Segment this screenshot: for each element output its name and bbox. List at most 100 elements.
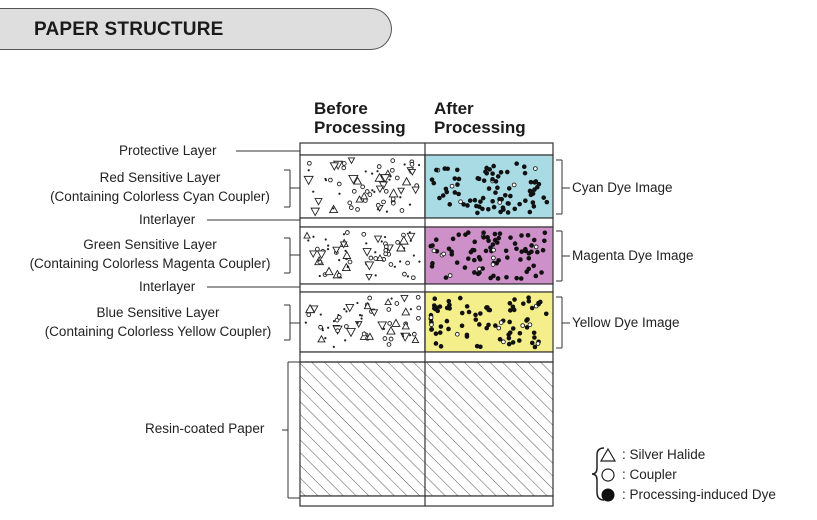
dye-particle xyxy=(510,340,516,345)
dye-particle xyxy=(433,237,439,243)
dye-particle xyxy=(438,324,444,329)
dye-particle xyxy=(542,230,548,236)
dye-particle xyxy=(521,164,527,170)
particle xyxy=(401,332,404,336)
label-resin-coated-paper: Resin-coated Paper xyxy=(145,421,265,436)
particle xyxy=(324,179,328,182)
dye-particle xyxy=(429,177,435,182)
particle xyxy=(401,176,412,186)
particle xyxy=(338,192,341,195)
dye-particle xyxy=(523,198,528,204)
particle xyxy=(397,187,405,195)
dye-particle xyxy=(431,180,437,186)
particle xyxy=(321,329,324,332)
particle xyxy=(396,242,406,252)
particle xyxy=(346,265,349,269)
brace-red xyxy=(284,169,300,208)
dye-particle xyxy=(483,169,488,175)
particle xyxy=(408,203,412,206)
particle xyxy=(391,318,401,327)
dye-particle xyxy=(507,330,513,335)
dye-particle xyxy=(529,305,535,311)
dye-particle xyxy=(533,273,539,279)
dye-particle xyxy=(471,257,477,263)
dye-particle xyxy=(444,318,450,324)
particle xyxy=(408,231,411,234)
label-red-sensitive-layer: Red Sensitive Layer (Containing Colorles… xyxy=(38,168,282,206)
dye-particle xyxy=(456,191,461,197)
dye-particle xyxy=(488,275,493,281)
dye-particle xyxy=(445,166,450,172)
dye-particle xyxy=(506,341,512,347)
particle xyxy=(390,297,393,300)
dye-particle xyxy=(483,248,489,254)
particle xyxy=(345,303,355,313)
label-green-line1: Green Sensitive Layer xyxy=(83,237,217,252)
brace-blue xyxy=(284,304,300,341)
particle xyxy=(355,207,360,212)
label-protective-layer: Protective Layer xyxy=(119,143,217,158)
resin-coated-paper xyxy=(299,361,554,497)
dye-particle xyxy=(500,205,506,210)
page-title: PAPER STRUCTURE xyxy=(34,19,224,40)
particle xyxy=(393,265,396,268)
dye-particle xyxy=(437,195,442,201)
particle xyxy=(306,312,312,318)
dye-particle xyxy=(490,262,496,267)
particle xyxy=(412,254,415,257)
particle xyxy=(389,175,392,178)
dye-particle xyxy=(526,295,531,300)
dye-particle xyxy=(493,179,499,184)
particle xyxy=(358,313,362,317)
particle xyxy=(376,208,380,211)
dye-particle xyxy=(519,233,524,238)
dye-particle xyxy=(531,263,536,269)
particle xyxy=(336,272,342,278)
dye-particle xyxy=(475,210,480,216)
dye-particle xyxy=(527,322,533,328)
dye-particle xyxy=(507,319,512,325)
particle xyxy=(332,320,336,323)
dye-particle xyxy=(490,171,495,176)
particle xyxy=(408,168,417,176)
particle xyxy=(382,327,386,331)
dye-particle xyxy=(514,161,519,166)
particle xyxy=(371,189,374,192)
dye-particle xyxy=(449,249,454,254)
dye-particle xyxy=(472,270,477,275)
brace-paper xyxy=(282,361,300,499)
dye-particle xyxy=(505,169,510,175)
dye-particle xyxy=(520,323,526,328)
dye-particle xyxy=(491,204,497,210)
particle xyxy=(374,251,377,254)
dye-particle xyxy=(481,230,486,235)
dye-particle xyxy=(530,200,536,205)
dye-particle xyxy=(535,341,541,346)
dye-particle xyxy=(532,187,537,192)
label-interlayer-1: Interlayer xyxy=(139,212,196,227)
particle xyxy=(401,335,405,338)
particle xyxy=(327,326,330,329)
particle xyxy=(411,331,417,337)
dye-particle xyxy=(433,341,439,346)
dye-particle xyxy=(506,335,512,341)
particle xyxy=(384,298,392,306)
dye-particle xyxy=(526,298,532,304)
particle xyxy=(375,185,385,194)
particle xyxy=(399,260,402,263)
particle xyxy=(367,295,373,301)
particle xyxy=(380,240,383,243)
dye-particle xyxy=(429,322,434,328)
label-green-line2: (Containing Colorless Magenta Coupler) xyxy=(29,256,271,271)
dye-particle xyxy=(490,198,495,204)
particle xyxy=(374,172,385,182)
header-tab: PAPER STRUCTURE xyxy=(0,8,392,50)
particle xyxy=(380,174,391,183)
dye-particle xyxy=(477,322,482,327)
dye-particle xyxy=(543,311,549,317)
protective-layer xyxy=(299,142,554,156)
dye-particle xyxy=(459,323,465,329)
brace-cyan xyxy=(556,159,570,215)
particle xyxy=(345,258,348,261)
